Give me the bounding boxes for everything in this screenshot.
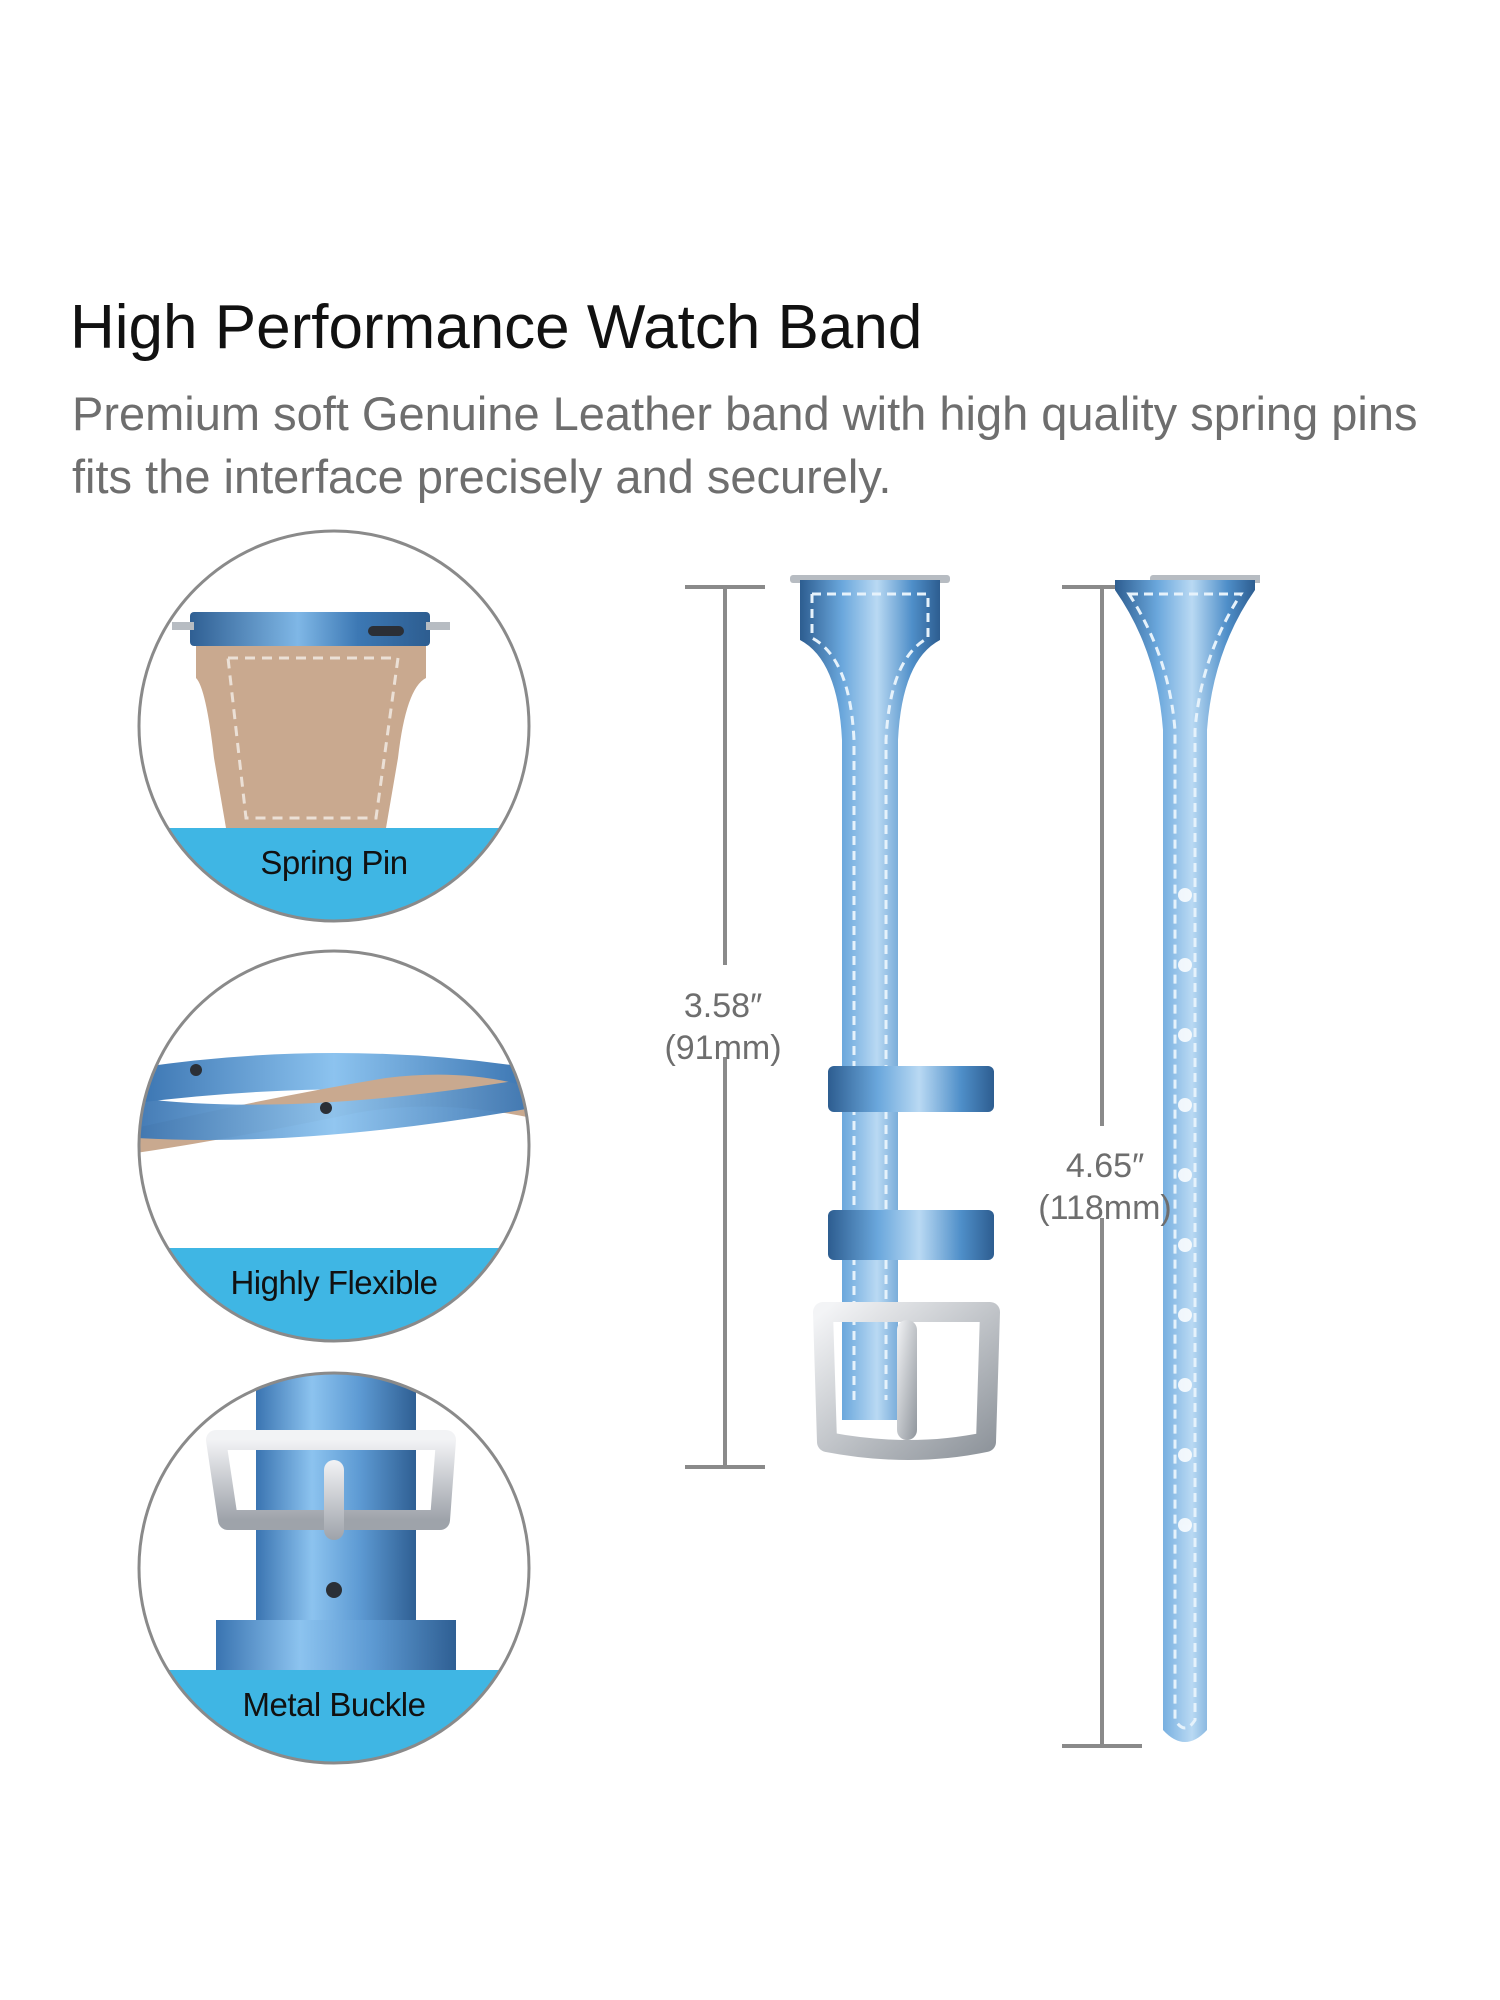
- short-strap-dimension: 3.58″ (91mm): [648, 985, 798, 1069]
- spring-pin-icon: [137, 529, 531, 923]
- metal-buckle-icon: [137, 1371, 531, 1765]
- watch-band-illustration: [685, 575, 1260, 1748]
- metal-buckle: [813, 1302, 1000, 1460]
- feature-label: Spring Pin: [260, 844, 408, 881]
- short-strap-inches: 3.58″: [683, 987, 763, 1025]
- buckle-tongue: [897, 1320, 917, 1440]
- long-strap-inches: 4.65″: [1065, 1147, 1145, 1185]
- strap-holes: [1178, 888, 1192, 1532]
- long-strap-mm: (118mm): [1038, 1189, 1172, 1227]
- short-strap-mm: (91mm): [664, 1029, 782, 1067]
- long-strap-dimension: 4.65″ (118mm): [1025, 1145, 1185, 1229]
- feature-label: Highly Flexible: [230, 1264, 438, 1301]
- long-strap: [1115, 575, 1260, 1742]
- short-strap: [790, 575, 1000, 1460]
- feature-highly-flexible: Highly Flexible: [136, 948, 532, 1344]
- strap-loop: [828, 1066, 994, 1112]
- page-subtitle: Premium soft Genuine Leather band with h…: [72, 387, 1418, 503]
- flexible-band-icon: [137, 949, 531, 1343]
- strap-loop: [828, 1210, 994, 1260]
- page-title: High Performance Watch Band: [70, 293, 923, 362]
- dimension-line-short: [685, 585, 765, 1469]
- feature-label: Metal Buckle: [242, 1686, 426, 1723]
- feature-metal-buckle: Metal Buckle: [136, 1370, 532, 1766]
- feature-spring-pin: Spring Pin: [136, 528, 532, 924]
